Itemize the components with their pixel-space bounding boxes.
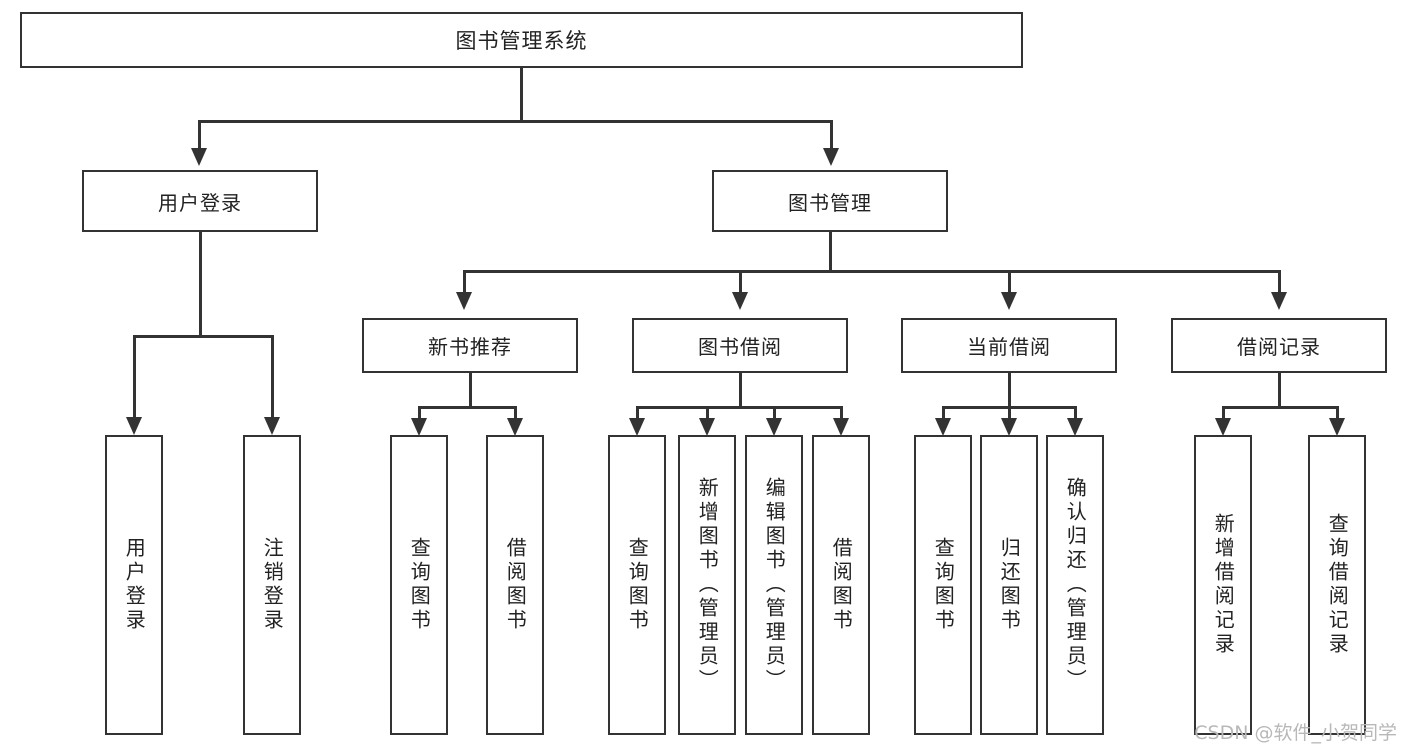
- node-label: 当前借阅: [967, 335, 1051, 359]
- arrow-to-borrow-record: [1271, 292, 1287, 310]
- leaf-label: 用户登录: [122, 537, 147, 633]
- leaf-label: 借阅图书: [829, 537, 854, 633]
- leaf-logout-login[interactable]: 注销登录: [243, 435, 301, 735]
- connector-to-book-mgmt: [830, 120, 833, 148]
- arrow-book-borrow-leaf3: [766, 418, 782, 436]
- connector-borrow-record-leaf2: [1336, 406, 1339, 418]
- leaf-query-book-recommend[interactable]: 查询图书: [390, 435, 448, 735]
- leaf-label: 新增图书（管理员）: [695, 477, 720, 693]
- arrow-book-borrow-leaf4: [833, 418, 849, 436]
- connector-borrow-record-bus: [1222, 406, 1338, 409]
- arrow-to-current-borrow: [1001, 292, 1017, 310]
- node-new-book-recommend[interactable]: 新书推荐: [362, 318, 578, 373]
- connector-root-bus: [198, 120, 833, 123]
- node-label: 图书管理系统: [455, 29, 588, 53]
- arrow-borrow-record-leaf1: [1215, 418, 1231, 436]
- connector-current-borrow-leaf1: [942, 406, 945, 418]
- leaf-label: 新增借阅记录: [1211, 513, 1236, 657]
- connector-book-borrow-leaf1: [636, 406, 639, 418]
- leaf-label: 编辑图书（管理员）: [762, 477, 787, 693]
- connector-book-borrow-down: [739, 373, 742, 406]
- leaf-query-borrow-record[interactable]: 查询借阅记录: [1308, 435, 1366, 735]
- node-label: 新书推荐: [428, 335, 512, 359]
- leaf-borrow-book-recommend[interactable]: 借阅图书: [486, 435, 544, 735]
- connector-to-borrow-record: [1278, 270, 1281, 292]
- node-book-borrow[interactable]: 图书借阅: [632, 318, 848, 373]
- arrow-user-login-leaf2: [264, 417, 280, 435]
- watermark-text: CSDN @软件_小贺同学: [1194, 722, 1397, 744]
- leaf-add-book-admin[interactable]: 新增图书（管理员）: [678, 435, 736, 735]
- connector-current-borrow-leaf2: [1008, 406, 1011, 418]
- arrow-new-book-leaf1: [411, 418, 427, 436]
- leaf-return-book[interactable]: 归还图书: [980, 435, 1038, 735]
- arrow-to-new-book: [456, 292, 472, 310]
- connector-book-borrow-leaf4: [840, 406, 843, 418]
- arrow-to-book-borrow: [732, 292, 748, 310]
- connector-book-borrow-leaf3: [773, 406, 776, 418]
- leaf-query-book-borrow[interactable]: 查询图书: [608, 435, 666, 735]
- connector-book-mgmt-down: [829, 232, 832, 270]
- leaf-label: 借阅图书: [503, 537, 528, 633]
- connector-book-borrow-leaf2: [706, 406, 709, 418]
- leaf-label: 查询图书: [625, 537, 650, 633]
- node-label: 借阅记录: [1237, 335, 1321, 359]
- connector-book-borrow-bus: [636, 406, 842, 409]
- node-borrow-record[interactable]: 借阅记录: [1171, 318, 1387, 373]
- connector-new-book-down: [469, 373, 472, 406]
- node-label: 用户登录: [158, 190, 242, 215]
- leaf-label: 查询借阅记录: [1325, 513, 1350, 657]
- connector-current-borrow-leaf3: [1074, 406, 1077, 418]
- connector-to-book-borrow: [739, 270, 742, 292]
- arrow-book-borrow-leaf1: [629, 418, 645, 436]
- arrow-current-borrow-leaf1: [935, 418, 951, 436]
- node-label: 图书借阅: [698, 335, 782, 359]
- connector-user-login-down: [199, 232, 202, 335]
- node-current-borrow[interactable]: 当前借阅: [901, 318, 1117, 373]
- connector-user-login-bus: [133, 335, 273, 338]
- connector-root-down: [520, 68, 523, 120]
- arrow-user-login-leaf1: [126, 417, 142, 435]
- arrow-new-book-leaf2: [507, 418, 523, 436]
- connector-borrow-record-down: [1278, 373, 1281, 406]
- connector-level2-bus: [463, 270, 1281, 273]
- leaf-label: 归还图书: [997, 537, 1022, 633]
- leaf-label: 查询图书: [407, 537, 432, 633]
- leaf-label: 查询图书: [931, 537, 956, 633]
- connector-borrow-record-leaf1: [1222, 406, 1225, 418]
- connector-to-new-book: [463, 270, 466, 292]
- arrow-current-borrow-leaf2: [1001, 418, 1017, 436]
- connector-new-book-bus: [418, 406, 516, 409]
- leaf-label: 确认归还（管理员）: [1063, 477, 1088, 693]
- arrow-to-book-mgmt: [823, 148, 839, 166]
- leaf-confirm-return-admin[interactable]: 确认归还（管理员）: [1046, 435, 1104, 735]
- arrow-book-borrow-leaf2: [699, 418, 715, 436]
- leaf-label: 注销登录: [260, 537, 285, 633]
- connector-new-book-leaf2: [514, 406, 517, 418]
- connector-to-current-borrow: [1008, 270, 1011, 292]
- connector-user-login-leaf2: [271, 335, 274, 417]
- leaf-edit-book-admin[interactable]: 编辑图书（管理员）: [745, 435, 803, 735]
- node-label: 图书管理: [788, 190, 872, 215]
- connector-new-book-leaf1: [418, 406, 421, 418]
- node-book-management[interactable]: 图书管理: [712, 170, 948, 232]
- node-user-login[interactable]: 用户登录: [82, 170, 318, 232]
- leaf-user-login[interactable]: 用户登录: [105, 435, 163, 735]
- arrow-borrow-record-leaf2: [1329, 418, 1345, 436]
- connector-to-user-login: [198, 120, 201, 148]
- connector-current-borrow-down: [1008, 373, 1011, 406]
- connector-user-login-leaf1: [133, 335, 136, 417]
- leaf-add-borrow-record[interactable]: 新增借阅记录: [1194, 435, 1252, 735]
- arrow-current-borrow-leaf3: [1067, 418, 1083, 436]
- arrow-to-user-login: [191, 148, 207, 166]
- leaf-query-book-current[interactable]: 查询图书: [914, 435, 972, 735]
- leaf-borrow-book[interactable]: 借阅图书: [812, 435, 870, 735]
- node-root-system[interactable]: 图书管理系统: [20, 12, 1023, 68]
